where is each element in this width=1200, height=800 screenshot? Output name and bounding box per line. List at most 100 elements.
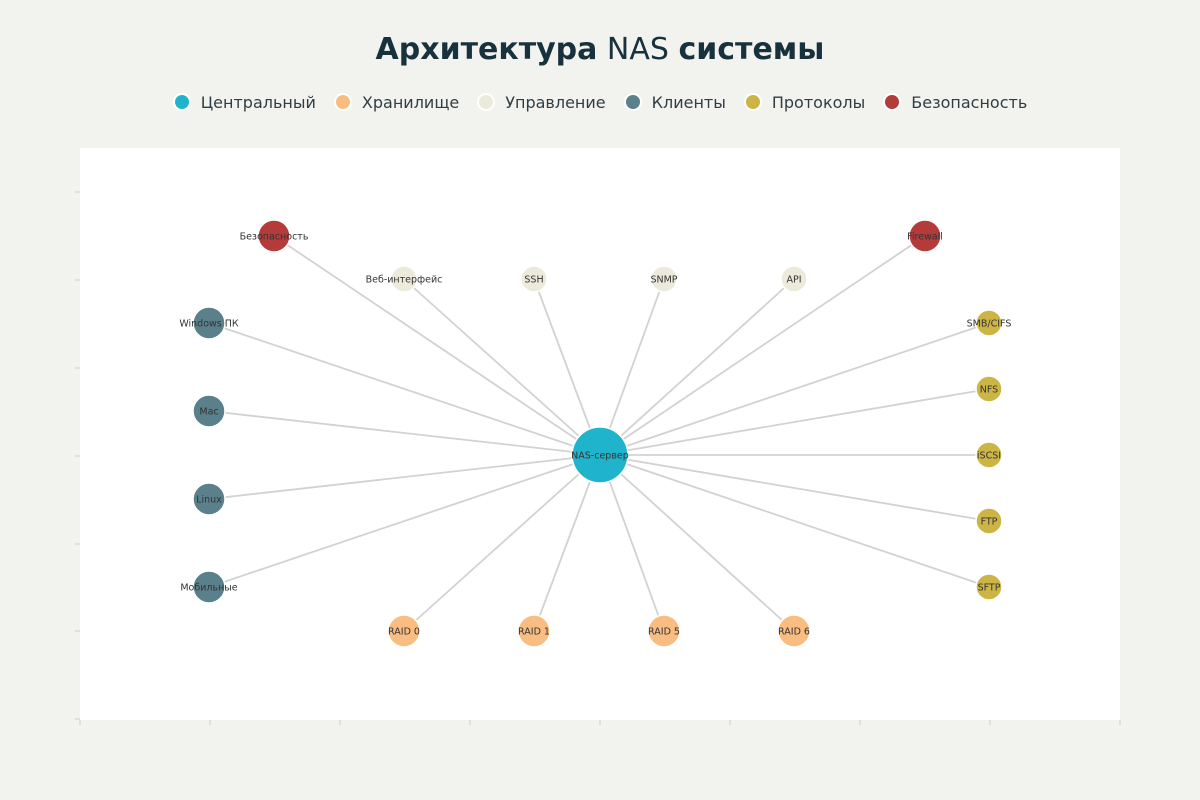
edge-nas-firewall bbox=[599, 235, 926, 456]
edge-nas-mac bbox=[208, 410, 601, 456]
node-raid1[interactable]: RAID 1 bbox=[517, 614, 551, 648]
legend-label-clients: Клиенты bbox=[651, 92, 726, 112]
legend-label-management: Управление bbox=[505, 92, 606, 112]
node-circle-linux bbox=[192, 482, 226, 516]
node-label-sec1: Безопасность bbox=[240, 232, 309, 243]
node-label-raid6: RAID 6 bbox=[778, 627, 810, 638]
node-circle-raid0 bbox=[387, 614, 421, 648]
edge-nas-linux bbox=[208, 454, 601, 500]
node-ssh[interactable]: SSH bbox=[520, 265, 548, 293]
edge-nas-raid6 bbox=[599, 454, 795, 632]
node-label-ssh: SSH bbox=[524, 275, 543, 286]
node-circle-win bbox=[192, 306, 226, 340]
legend-swatch-security bbox=[883, 93, 902, 111]
legend-label-security: Безопасность bbox=[911, 92, 1028, 112]
node-circle-mobile bbox=[192, 570, 226, 604]
edge-nas-raid1 bbox=[533, 454, 601, 632]
node-label-ftp: FTP bbox=[981, 517, 998, 528]
node-circle-snmp bbox=[650, 265, 678, 293]
node-circle-sftp bbox=[975, 573, 1003, 601]
legend-swatch-clients bbox=[623, 93, 642, 111]
node-label-mobile: Мобильные bbox=[180, 583, 237, 594]
node-circle-api bbox=[780, 265, 808, 293]
node-web[interactable]: Веб-интерфейс bbox=[366, 265, 443, 293]
axis-ticks bbox=[75, 191, 1121, 725]
node-label-sftp: SFTP bbox=[978, 583, 1001, 594]
legend-item-protocols[interactable]: Протоколы bbox=[743, 92, 866, 112]
legend-label-storage: Хранилище bbox=[361, 92, 460, 112]
edge-nas-ssh bbox=[533, 278, 601, 456]
node-firewall[interactable]: Firewall bbox=[907, 219, 943, 253]
node-win[interactable]: Windows ПК bbox=[179, 306, 239, 340]
node-mobile[interactable]: Мобильные bbox=[180, 570, 238, 604]
node-circle-ssh bbox=[520, 265, 548, 293]
node-smb[interactable]: SMB/CIFS bbox=[967, 309, 1012, 337]
node-label-snmp: SNMP bbox=[650, 275, 677, 286]
node-mac[interactable]: Mac bbox=[192, 394, 226, 428]
legend-swatch-protocols bbox=[743, 93, 762, 111]
node-label-nas: NAS-сервер bbox=[571, 451, 629, 462]
node-sftp[interactable]: SFTP bbox=[975, 573, 1003, 601]
node-label-api: API bbox=[786, 275, 801, 286]
edge-nas-snmp bbox=[599, 278, 665, 456]
node-label-iscsi: iSCSI bbox=[977, 451, 1001, 462]
node-circle-smb bbox=[975, 309, 1003, 337]
node-label-web: Веб-интерфейс bbox=[366, 275, 443, 286]
edge-nas-web bbox=[403, 278, 601, 456]
node-nas[interactable]: NAS-сервер bbox=[571, 426, 629, 484]
legend-item-center[interactable]: Центральный bbox=[172, 92, 316, 112]
legend-swatch-management bbox=[477, 93, 496, 111]
node-linux[interactable]: Linux bbox=[192, 482, 226, 516]
legend-swatch-storage bbox=[333, 93, 352, 111]
edge-nas-api bbox=[599, 278, 795, 456]
edge-nas-sec1 bbox=[273, 235, 601, 456]
legend-swatch-center bbox=[172, 93, 191, 111]
node-label-win: Windows ПК bbox=[179, 319, 239, 330]
node-circle-ftp bbox=[975, 507, 1003, 535]
edge-nas-ftp bbox=[599, 454, 990, 522]
node-sec1[interactable]: Безопасность bbox=[240, 219, 309, 253]
legend-item-management[interactable]: Управление bbox=[477, 92, 606, 112]
legend: Центральный Хранилище Управление Клиенты… bbox=[0, 90, 1200, 114]
node-nfs[interactable]: NFS bbox=[975, 375, 1003, 403]
node-label-linux: Linux bbox=[196, 495, 222, 506]
legend-item-storage[interactable]: Хранилище bbox=[333, 92, 460, 112]
node-label-raid0: RAID 0 bbox=[388, 627, 420, 638]
title-part-3: системы bbox=[678, 32, 825, 67]
node-circle-iscsi bbox=[975, 441, 1003, 469]
node-raid0[interactable]: RAID 0 bbox=[387, 614, 421, 648]
node-circle-mac bbox=[192, 394, 226, 428]
legend-label-protocols: Протоколы bbox=[771, 92, 866, 112]
edge-nas-smb bbox=[599, 322, 990, 456]
title-part-1: Архитектура bbox=[375, 32, 598, 67]
node-label-mac: Mac bbox=[199, 407, 218, 418]
node-label-nfs: NFS bbox=[980, 385, 998, 396]
legend-item-security[interactable]: Безопасность bbox=[883, 93, 1027, 112]
node-circle-firewall bbox=[908, 219, 942, 253]
node-snmp[interactable]: SNMP bbox=[650, 265, 678, 293]
edge-nas-nfs bbox=[599, 388, 990, 456]
legend-label-center: Центральный bbox=[200, 92, 316, 112]
edge-nas-raid5 bbox=[599, 454, 665, 632]
node-circle-sec1 bbox=[257, 219, 291, 253]
node-ftp[interactable]: FTP bbox=[975, 507, 1003, 535]
node-circle-nfs bbox=[975, 375, 1003, 403]
node-label-smb: SMB/CIFS bbox=[967, 319, 1012, 330]
edges bbox=[208, 235, 990, 632]
edge-nas-win bbox=[208, 322, 601, 456]
legend-item-clients[interactable]: Клиенты bbox=[623, 92, 726, 112]
node-iscsi[interactable]: iSCSI bbox=[975, 441, 1003, 469]
edge-nas-sftp bbox=[599, 454, 990, 588]
edge-nas-mobile bbox=[208, 454, 601, 588]
node-circle-raid5 bbox=[647, 614, 681, 648]
diagram-title: Архитектура NAS системы bbox=[0, 30, 1200, 70]
node-label-raid5: RAID 5 bbox=[648, 627, 680, 638]
title-part-2: NAS bbox=[606, 32, 669, 67]
nodes: NAS-сервер Безопасность FirewallВеб-интерф… bbox=[179, 219, 1012, 648]
node-circle-web bbox=[390, 265, 418, 293]
node-api[interactable]: API bbox=[780, 265, 808, 293]
node-circle-nas bbox=[571, 426, 629, 484]
node-raid6[interactable]: RAID 6 bbox=[777, 614, 811, 648]
node-circle-raid1 bbox=[517, 614, 551, 648]
node-raid5[interactable]: RAID 5 bbox=[647, 614, 681, 648]
